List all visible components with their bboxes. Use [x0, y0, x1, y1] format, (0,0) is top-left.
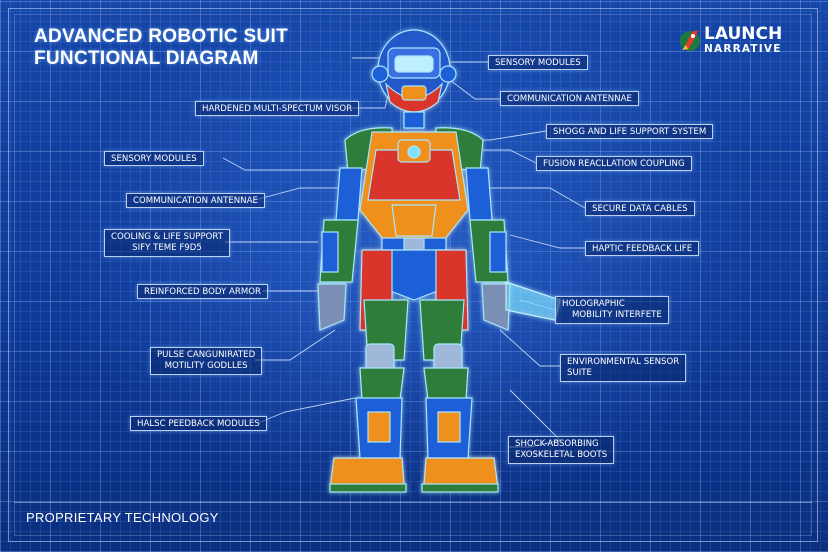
callout-communication-antennae-right: COMMUNICATION ANTENNAE — [500, 91, 639, 106]
leader-halsc — [257, 397, 356, 424]
holographic-interface — [505, 281, 561, 321]
callout-secure-data-cables: SECURE DATA CABLES — [585, 201, 695, 216]
callout-hardened-visor: HARDENED MULTI-SPECTUM VISOR — [195, 101, 360, 116]
logo-line-1: LAUNCH — [704, 24, 783, 44]
leader-haptic — [509, 234, 585, 249]
leader-environmental — [499, 329, 560, 367]
leader-comm-left — [254, 187, 352, 201]
footer-proprietary-technology: PROPRIETARY TECHNOLOGY — [26, 510, 219, 525]
callout-shock-life-support: SHOGG AND LIFE SUPPORT SYSTEM — [546, 124, 714, 139]
left-hand — [317, 283, 347, 331]
leader-sensory-left — [222, 157, 345, 171]
callout-sensory-modules-right: SENSORY MODULES — [488, 55, 588, 70]
outer-frame — [8, 8, 818, 542]
callout-sensory-modules-left: SENSORY MODULES — [104, 151, 204, 166]
title-line-1: ADVANCED ROBOTIC SUIT — [34, 26, 289, 47]
brand-logo: LAUNCH NARRATIVE — [678, 24, 808, 60]
rocket-icon — [680, 30, 700, 51]
hip-armor — [383, 249, 445, 301]
torso-armor — [359, 131, 469, 251]
leader-cables — [470, 187, 586, 209]
callout-fusion-coupling: FUSION REACLLATION COUPLING — [536, 156, 692, 171]
helmet — [371, 29, 457, 129]
footer-bar — [14, 502, 812, 537]
callout-communication-antennae-left: COMMUNICATION ANTENNAE — [126, 193, 265, 208]
callout-haptic-feedback: HAPTIC FEEDBACK LIFE — [585, 241, 700, 256]
left-leg — [329, 299, 409, 493]
right-arm — [465, 167, 511, 331]
title-line-2: FUNCTIONAL DIAGRAM — [34, 48, 259, 69]
visor — [394, 55, 434, 73]
right-hand — [481, 283, 511, 331]
right-leg — [419, 299, 499, 493]
leader-fusion — [478, 149, 537, 164]
leader-comm-right — [449, 79, 500, 100]
left-arm — [317, 167, 363, 331]
inner-frame — [14, 14, 812, 536]
callout-reinforced-body-armor: REINFORCED BODY ARMOR — [137, 284, 269, 299]
callout-halsc-feedback: HALSC PEEDBACK MODULES — [130, 416, 267, 431]
logo-line-2: NARRATIVE — [704, 43, 782, 55]
leader-pulse — [255, 329, 336, 361]
